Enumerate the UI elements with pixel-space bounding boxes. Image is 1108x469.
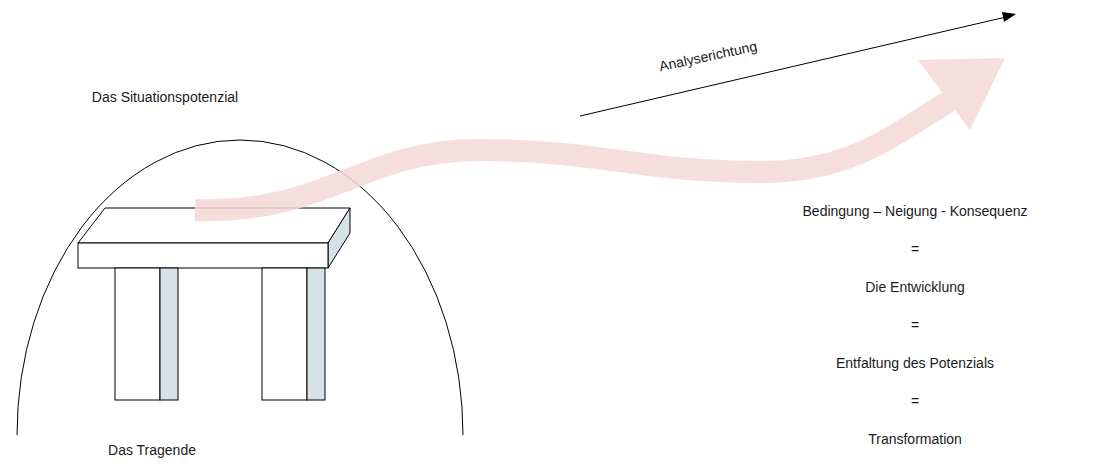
- analysis-line: [580, 17, 1006, 116]
- node-label: Das Tragende: [92, 441, 212, 459]
- leg-front: [262, 268, 307, 400]
- equals-sign: =: [765, 240, 1065, 258]
- dolmen-table-shape: [78, 208, 352, 460]
- equals-sign: =: [765, 316, 1065, 334]
- formula-line: Bedingung – Neigung - Konsequenz: [765, 202, 1065, 220]
- equals-sign: =: [765, 392, 1065, 410]
- formula-line: Die Entwicklung: [765, 278, 1065, 296]
- slab-side: [328, 208, 350, 268]
- leg-side: [307, 268, 325, 400]
- arch-outline: [17, 140, 463, 435]
- development-band: [195, 98, 955, 210]
- development-arrow: [195, 58, 1005, 210]
- leg-front: [115, 268, 160, 400]
- slab-front: [78, 243, 328, 268]
- analysis-arrowhead: [1002, 12, 1016, 22]
- formula-line: Transformation: [765, 430, 1065, 448]
- node-label: Das Situationspotenzial: [60, 88, 270, 106]
- potential-arch: Das SituationspotenzialDas Tragende: [10, 85, 470, 445]
- development-arrowhead: [918, 58, 1005, 130]
- formula-line: Entfaltung des Potenzials: [765, 354, 1065, 372]
- slab-top: [78, 208, 350, 243]
- direction-label: Analyserichtung: [559, 16, 856, 96]
- dolmen-table: Das Tragende: [78, 208, 352, 460]
- leg-side: [160, 268, 178, 400]
